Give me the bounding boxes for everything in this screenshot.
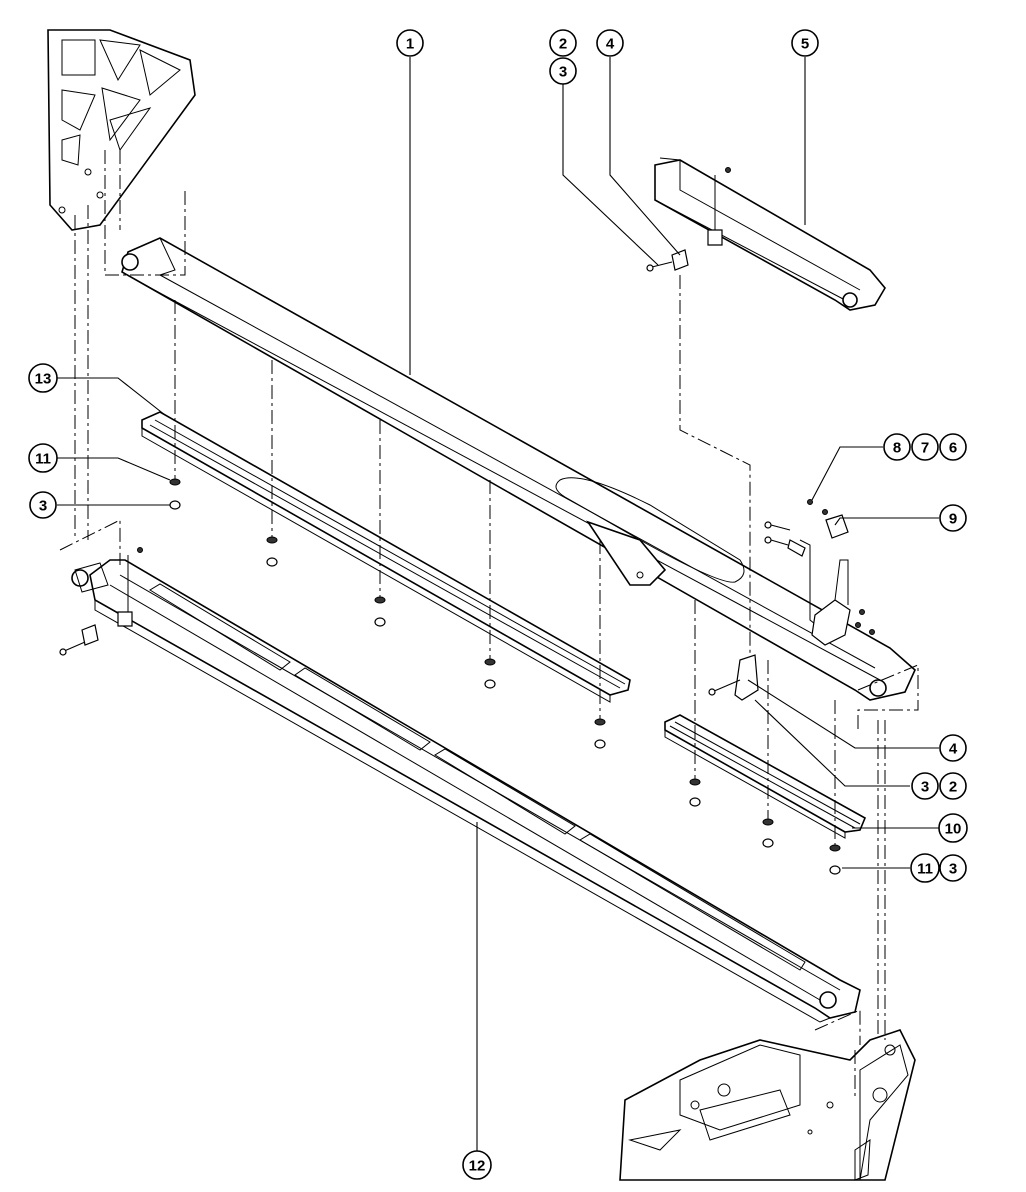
callout-1: 1: [396, 29, 424, 57]
callout-10: 10: [938, 813, 968, 843]
upper-left-frame: [47, 29, 196, 231]
callouts: 1 2 3 4 5 8 7 6: [28, 29, 968, 1180]
callout-12-label: 12: [469, 1158, 486, 1175]
callout-3-lower: 3: [911, 772, 939, 800]
part-5-small-bar: [654, 157, 886, 311]
callout-12: 12: [462, 1150, 492, 1180]
callout-4-lower: 4: [939, 734, 967, 762]
hardware: [59, 167, 875, 875]
callout-9-label: 9: [949, 511, 957, 528]
part-12-lower-frame: [71, 559, 861, 1023]
callout-5-label: 5: [801, 36, 809, 53]
part-13-long-rail: [141, 411, 631, 703]
callout-3-left: 3: [29, 491, 57, 519]
callout-6: 6: [939, 433, 967, 461]
callout-2-lower-label: 2: [949, 779, 957, 796]
callout-2-top-label: 2: [559, 36, 567, 53]
callout-4-top-label: 4: [606, 36, 615, 53]
callout-1-label: 1: [406, 36, 414, 53]
callout-3-top-label: 3: [559, 64, 567, 81]
lower-right-frame: [619, 1029, 916, 1181]
callout-2-lower: 2: [939, 772, 967, 800]
callout-7-label: 7: [921, 440, 929, 457]
callout-13: 13: [28, 363, 58, 393]
part-1-upper-crossbar: [121, 237, 916, 701]
callout-5: 5: [791, 29, 819, 57]
callout-4-top: 4: [596, 29, 624, 57]
callout-2-top: 2: [549, 29, 577, 57]
callout-3-right: 3: [939, 854, 967, 882]
callout-11-right: 11: [910, 853, 940, 883]
callout-9: 9: [939, 504, 967, 532]
callout-3-left-label: 3: [39, 498, 47, 515]
callout-8: 8: [883, 433, 911, 461]
callout-3-top: 3: [549, 57, 577, 85]
callout-3-lower-label: 3: [921, 779, 929, 796]
callout-13-label: 13: [35, 371, 52, 388]
callout-10-label: 10: [945, 821, 962, 838]
callout-3-right-label: 3: [949, 861, 957, 878]
callout-11-left-label: 11: [35, 451, 51, 468]
leader-lines: [57, 57, 939, 1151]
callout-11-right-label: 11: [917, 861, 933, 878]
part-10-short-rail: [664, 714, 867, 839]
callout-8-label: 8: [893, 440, 901, 457]
callout-7: 7: [911, 433, 939, 461]
callout-11-left: 11: [28, 443, 58, 473]
callout-4-lower-label: 4: [949, 741, 958, 758]
callout-6-label: 6: [949, 440, 957, 457]
